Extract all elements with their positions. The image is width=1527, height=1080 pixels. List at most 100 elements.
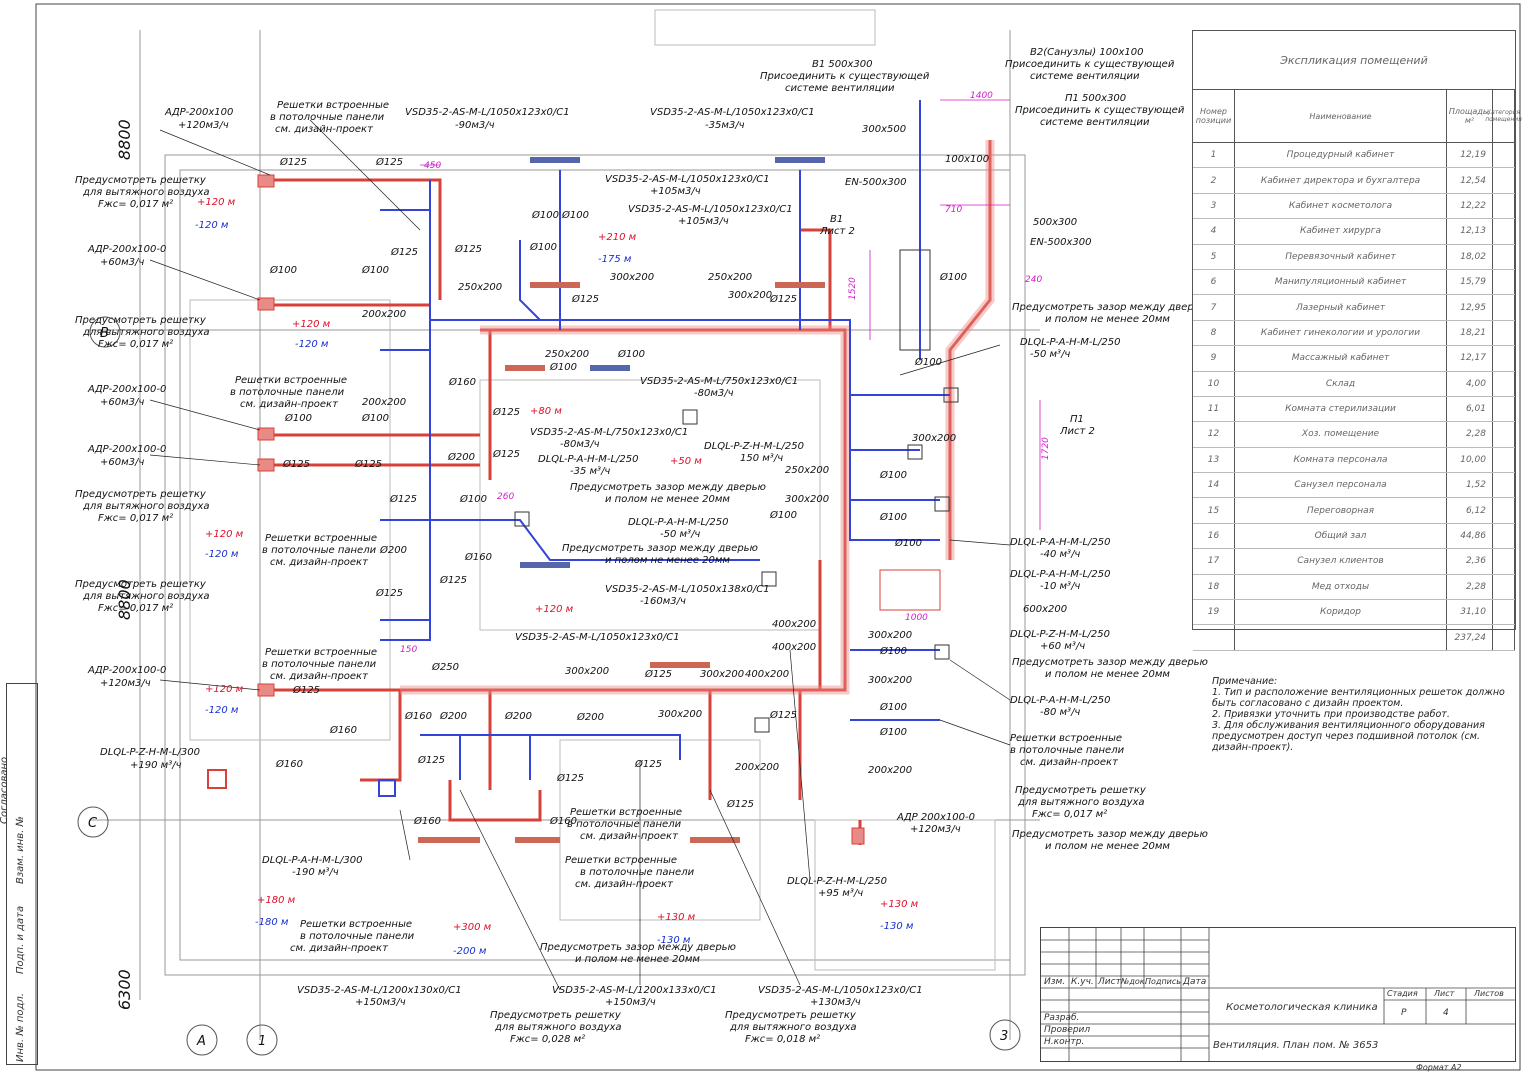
label-gap-6b: и полом не менее 20мм	[605, 555, 730, 566]
label-p1-sheet2: Лист 2	[1059, 426, 1095, 437]
label-duct-300x200-4: 300х200	[912, 433, 956, 444]
note-2: 2. Привязки уточнить при производстве ра…	[1212, 709, 1450, 720]
label-grille-2: Решетки встроенные	[235, 375, 347, 386]
label-provide-7: Предусмотреть решетку	[1015, 785, 1147, 796]
label-grille-3c: см. дизайн-проект	[270, 557, 369, 568]
label-d125-6: Ø125	[354, 458, 382, 470]
label-adr-5: АДР-200х100-0	[87, 665, 166, 676]
label-grille-3: Решетки встроенные	[265, 533, 377, 544]
label-vsd-3-flow: +105м3/ч	[650, 186, 701, 197]
room-name: Хоз. помещение	[1235, 422, 1447, 447]
label-gap-6: Предусмотреть зазор между дверью	[562, 543, 758, 554]
room-name: Санузел клиентов	[1235, 549, 1447, 574]
room-number: 4	[1193, 219, 1235, 244]
stamp-header-ndok: №док.	[1121, 977, 1148, 986]
label-d100-5: Ø100	[459, 493, 487, 505]
label-dlq-5-flow: -80 м³/ч	[1040, 707, 1080, 718]
label-d100-15: Ø100	[879, 511, 907, 523]
label-d150: Ø125	[769, 709, 797, 721]
supply-ducts	[260, 140, 992, 845]
label-d100-12: Ø100	[914, 356, 942, 368]
frame-label-sign: Подп. и дата	[15, 905, 26, 974]
room-number: 2	[1193, 168, 1235, 193]
label-d100-6: Ø100	[531, 209, 559, 221]
label-gap-3b: и полом не менее 20мм	[1045, 669, 1170, 680]
stamp-header-date: Дата	[1183, 977, 1207, 987]
room-category	[1493, 498, 1515, 523]
label-p1-sheet: П1	[1070, 414, 1084, 425]
label-d125-3: Ø125	[390, 246, 418, 258]
stamp-header-list: Лист	[1098, 977, 1121, 987]
label-vsd-1-flow: -90м3/ч	[455, 120, 495, 131]
room-category	[1493, 143, 1515, 168]
label-grille-5b: в потолочные панели	[1010, 745, 1125, 756]
label-provide-2b: для вытяжного воздуха	[494, 1022, 622, 1033]
stamp-sheet-label: Лист	[1434, 989, 1455, 998]
label-d125-5: Ø125	[282, 458, 310, 470]
label-b1-sheet: B1	[830, 214, 843, 225]
flow-red-11: +130 м	[657, 912, 696, 923]
room-name: Санузел персонала	[1235, 473, 1447, 498]
label-d125-11: Ø125	[492, 448, 520, 460]
room-number: 16	[1193, 523, 1235, 549]
label-d100-9: Ø100	[617, 348, 645, 360]
grille-box-1	[514, 511, 530, 527]
label-grille-7: Решетки встроенные	[565, 855, 677, 866]
label-b1: B1 500х300	[812, 59, 873, 70]
room-area: 4,00	[1447, 371, 1493, 396]
equipment	[207, 249, 959, 797]
room-category	[1493, 269, 1515, 295]
room-number: 15	[1193, 498, 1235, 523]
label-duct-400x200-2: 400х200	[772, 642, 816, 653]
flow-red-10: +300 м	[453, 922, 492, 933]
label-d125-16: Ø125	[292, 684, 320, 696]
dim-mag-7: 260	[497, 492, 514, 502]
label-gap-1b: и полом не менее 20мм	[1045, 314, 1170, 325]
label-p1b: Присоединить к существующей	[1015, 105, 1185, 116]
label-adr-3-flow: +60м3/ч	[100, 397, 144, 408]
room-area: 6,01	[1447, 396, 1493, 422]
flow-red-4: +80 м	[530, 406, 562, 417]
flow-red-2: +120 м	[292, 319, 331, 330]
label-provide-1: Предусмотреть решетку	[75, 175, 207, 186]
label-d200-2: Ø200	[447, 451, 475, 463]
label-duct-250x200-4: 250х200	[785, 465, 829, 476]
label-gap-1: Предусмотреть зазор между дверью	[1012, 302, 1208, 313]
room-number: 11	[1193, 396, 1235, 422]
label-vsd-5-flow: -80м3/ч	[694, 388, 734, 399]
label-d100-11: Ø100	[769, 509, 797, 521]
label-grille-8: Решетки встроенные	[300, 919, 412, 930]
label-grille-4b: в потолочные панели	[262, 659, 377, 670]
room-name: Комната персонала	[1235, 447, 1447, 473]
label-adr-6: АДР 200х100-0	[896, 812, 975, 823]
label-vsd-2: VSD35-2-AS-M-L/1050х123х0/C1	[650, 107, 815, 118]
label-duct-400x200-3: 400х200	[745, 669, 789, 680]
grille-box-8	[754, 717, 770, 733]
building-outline	[90, 9, 1040, 1040]
label-grille-6c: см. дизайн-проект	[580, 831, 679, 842]
label-adr-4: АДР-200х100-0	[87, 444, 166, 455]
label-vsd-4: VSD35-2-AS-M-L/1050х123х0/C1	[628, 204, 793, 215]
label-gap-2b: и полом не менее 20мм	[575, 954, 700, 965]
explication-header: Номер позиции Наименование Площадь, м² К…	[1193, 90, 1522, 143]
label-grille-4: Решетки встроенные	[265, 647, 377, 658]
label-gap-5: Предусмотреть зазор между дверью	[570, 482, 766, 493]
room-category	[1493, 346, 1515, 371]
header-number: Номер позиции	[1193, 90, 1235, 142]
room-category	[1493, 447, 1515, 473]
label-d160-3: Ø160	[404, 710, 432, 722]
flow-red-6: +120 м	[205, 529, 244, 540]
label-100x100: 100х100	[945, 154, 989, 165]
room-area: 12,17	[1447, 346, 1493, 371]
flow-red-9: +180 м	[257, 895, 296, 906]
label-dlq-8: DLQL-P-Z-H-M-L/300	[100, 747, 200, 758]
label-d100-17: Ø100	[879, 645, 907, 657]
flow-blue-2: -120 м	[295, 339, 329, 350]
label-grille-7c: см. дизайн-проект	[575, 879, 674, 890]
label-provide-4c: Fжс= 0,017 м²	[98, 339, 173, 350]
room-area: 2,36	[1447, 549, 1493, 574]
